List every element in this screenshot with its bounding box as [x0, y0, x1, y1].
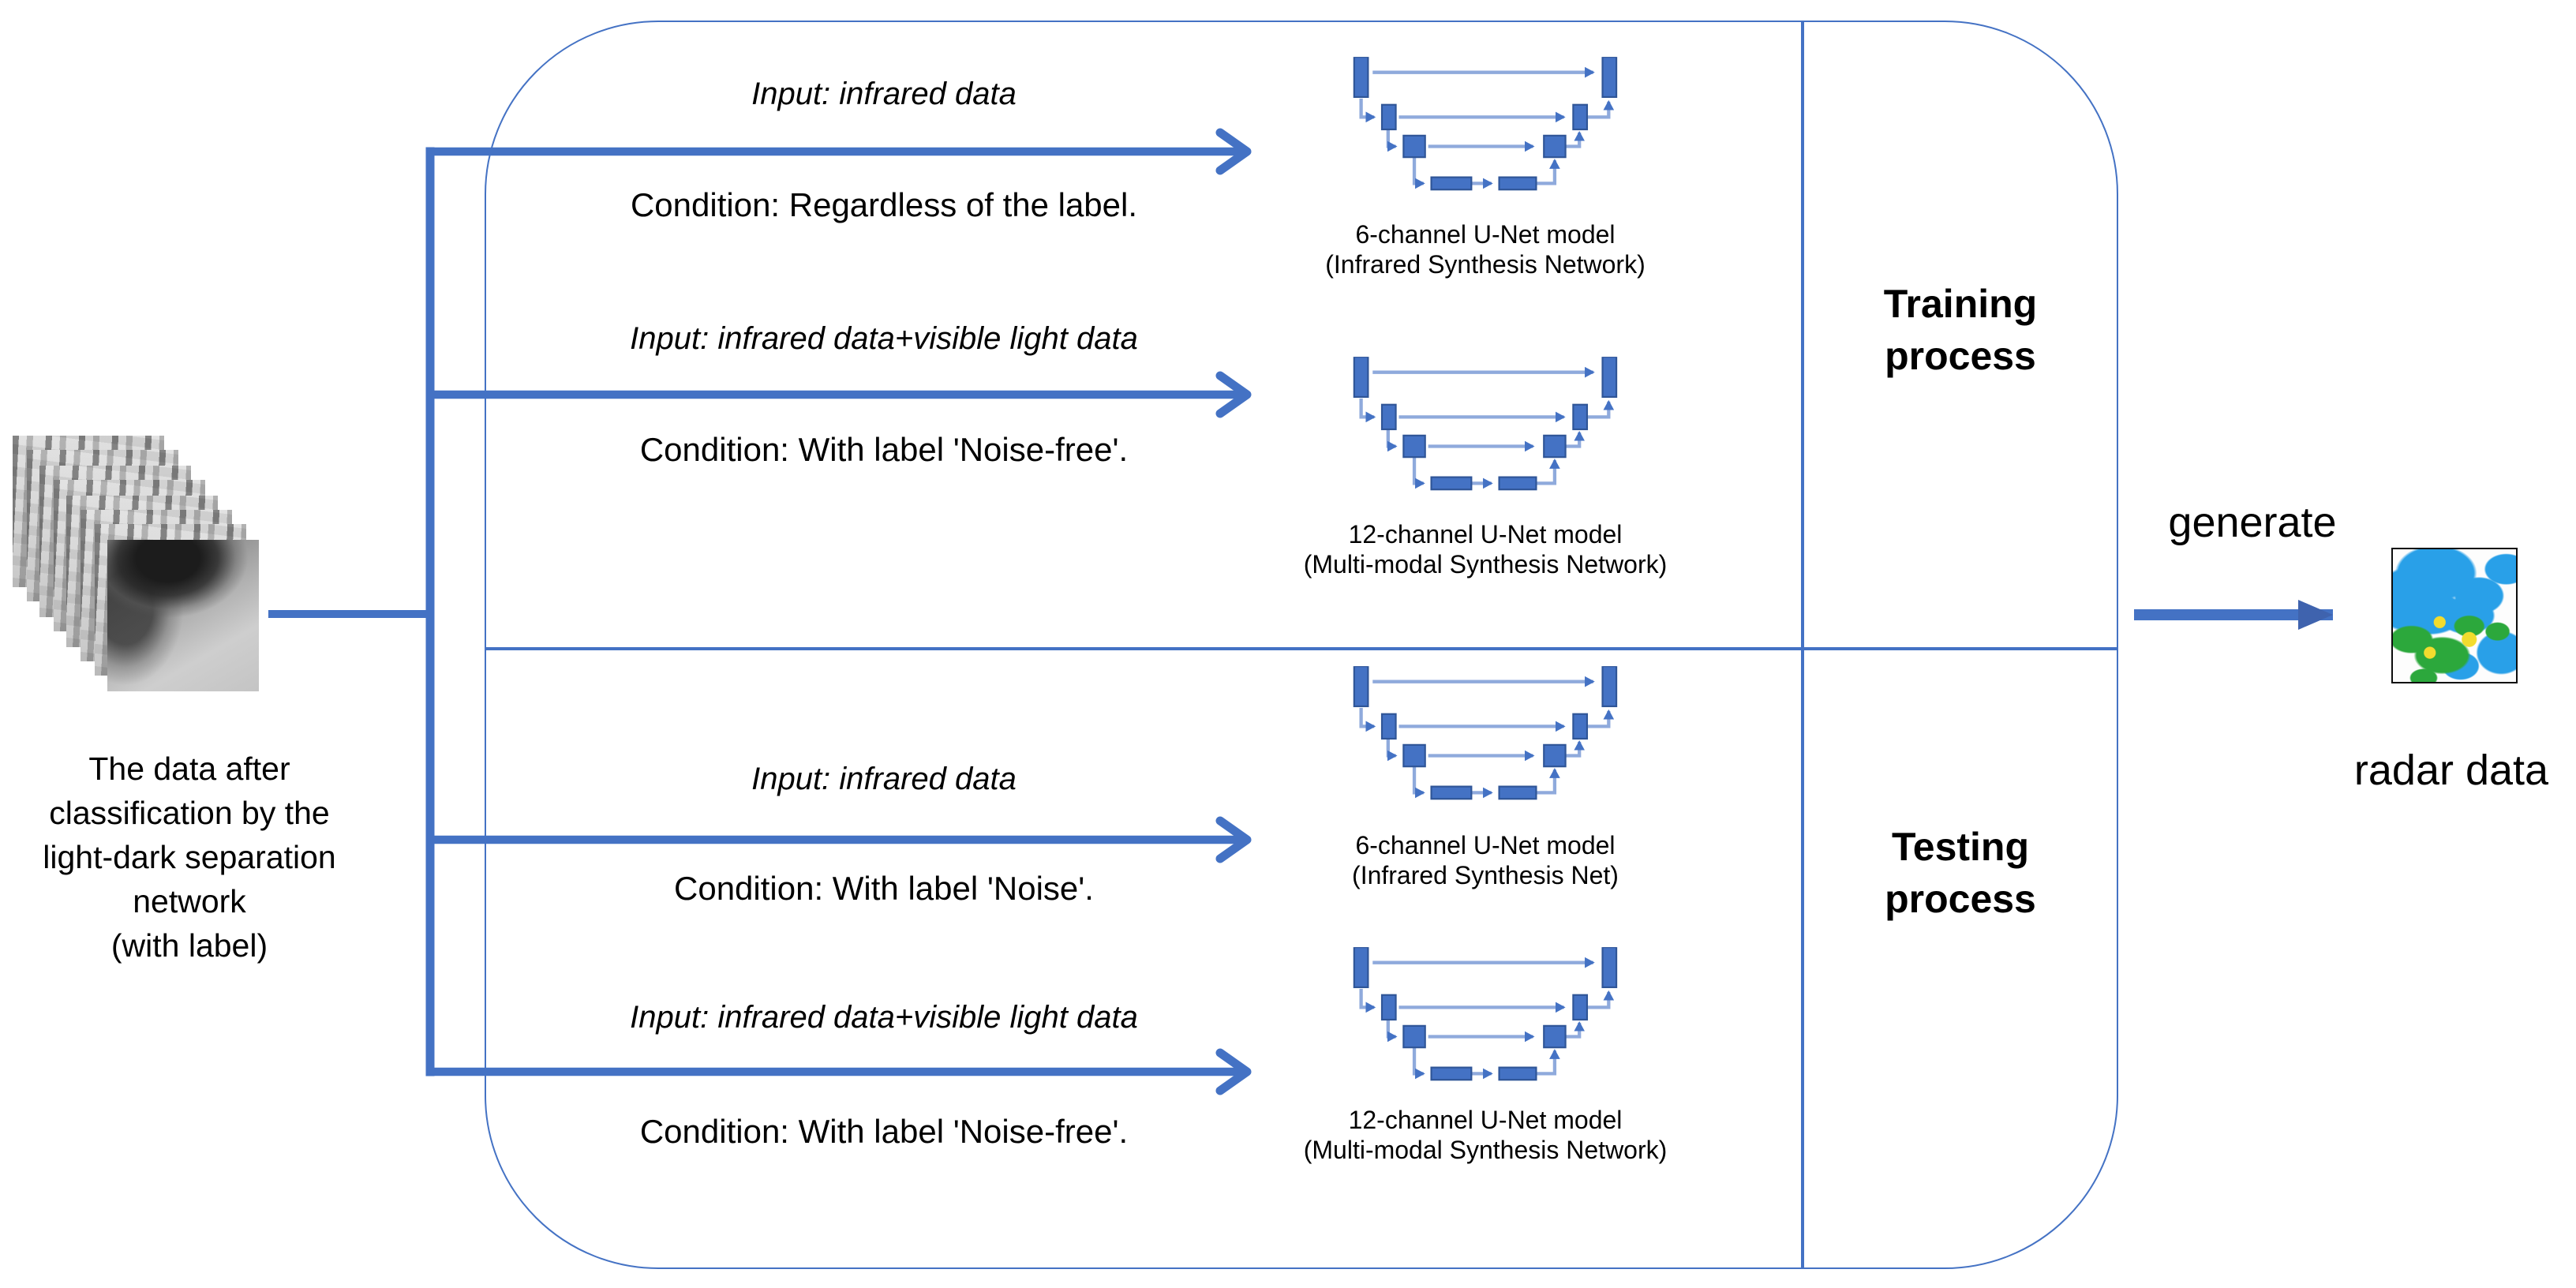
- radar-image: [2391, 548, 2518, 683]
- unet-model-subtitle: (Infrared Synthesis Net): [1352, 863, 1619, 889]
- unet-caption-row3: 6-channel U-Net model (Infrared Synthesi…: [1249, 833, 1722, 892]
- unet-model-title: 6-channel U-Net model: [1355, 223, 1616, 249]
- generate-label: generate: [2168, 499, 2337, 546]
- unet-diagram-row2: [1348, 357, 1619, 502]
- source-caption-line: network: [133, 884, 246, 920]
- training-testing-divider: [485, 647, 2118, 650]
- radar-data-label: radar data: [2353, 747, 2549, 794]
- unet-caption-row4: 12-channel U-Net model (Multi-modal Synt…: [1249, 1108, 1722, 1166]
- unet-diagram-row3: [1348, 666, 1619, 811]
- source-caption-line: The data after: [88, 751, 290, 788]
- unet-model-subtitle: (Multi-modal Synthesis Network): [1303, 552, 1668, 578]
- unet-model-title: 12-channel U-Net model: [1348, 522, 1623, 549]
- row3-input-label: Input: infrared data: [751, 762, 1017, 797]
- training-line: process: [1885, 335, 2036, 379]
- source-caption-line: classification by the: [49, 796, 330, 832]
- unet-model-subtitle: (Multi-modal Synthesis Network): [1303, 1137, 1668, 1164]
- testing-process-label: Testing process: [1803, 822, 2118, 927]
- row4-input-label: Input: infrared data+visible light data: [630, 1001, 1138, 1035]
- unet-model-title: 12-channel U-Net model: [1348, 1108, 1623, 1135]
- unet-shape: [1354, 357, 1616, 489]
- row2-input-label: Input: infrared data+visible light data: [630, 322, 1138, 357]
- process-panel: [485, 21, 2118, 1269]
- stacked-frames-image: [13, 436, 275, 695]
- row1-input-label: Input: infrared data: [751, 77, 1017, 112]
- unet-shape: [1354, 57, 1616, 189]
- image-frame-front: [107, 539, 260, 691]
- testing-line: process: [1885, 878, 2036, 922]
- training-process-label: Training process: [1803, 279, 2118, 384]
- row1-condition-label: Condition: Regardless of the label.: [630, 188, 1138, 224]
- unet-caption-row1: 6-channel U-Net model (Infrared Synthesi…: [1249, 223, 1722, 281]
- row3-condition-label: Condition: With label 'Noise'.: [674, 871, 1094, 908]
- unet-caption-row2: 12-channel U-Net model (Multi-modal Synt…: [1249, 522, 1722, 581]
- unet-diagram-row1: [1348, 57, 1619, 202]
- unet-diagram-row4: [1348, 947, 1619, 1092]
- source-caption-line: light-dark separation: [43, 840, 336, 876]
- unet-shape: [1354, 947, 1616, 1080]
- phase-column-divider: [1801, 21, 1804, 1269]
- source-caption-line: (with label): [110, 928, 268, 964]
- source-caption: The data after classification by the lig…: [0, 748, 379, 969]
- training-line: Training: [1883, 283, 2038, 327]
- unet-shape: [1354, 666, 1616, 799]
- row4-condition-label: Condition: With label 'Noise-free'.: [639, 1114, 1129, 1151]
- unet-model-title: 6-channel U-Net model: [1355, 833, 1616, 860]
- unet-model-subtitle: (Infrared Synthesis Network): [1325, 252, 1646, 279]
- row2-condition-label: Condition: With label 'Noise-free'.: [639, 432, 1129, 469]
- testing-line: Testing: [1891, 826, 2030, 870]
